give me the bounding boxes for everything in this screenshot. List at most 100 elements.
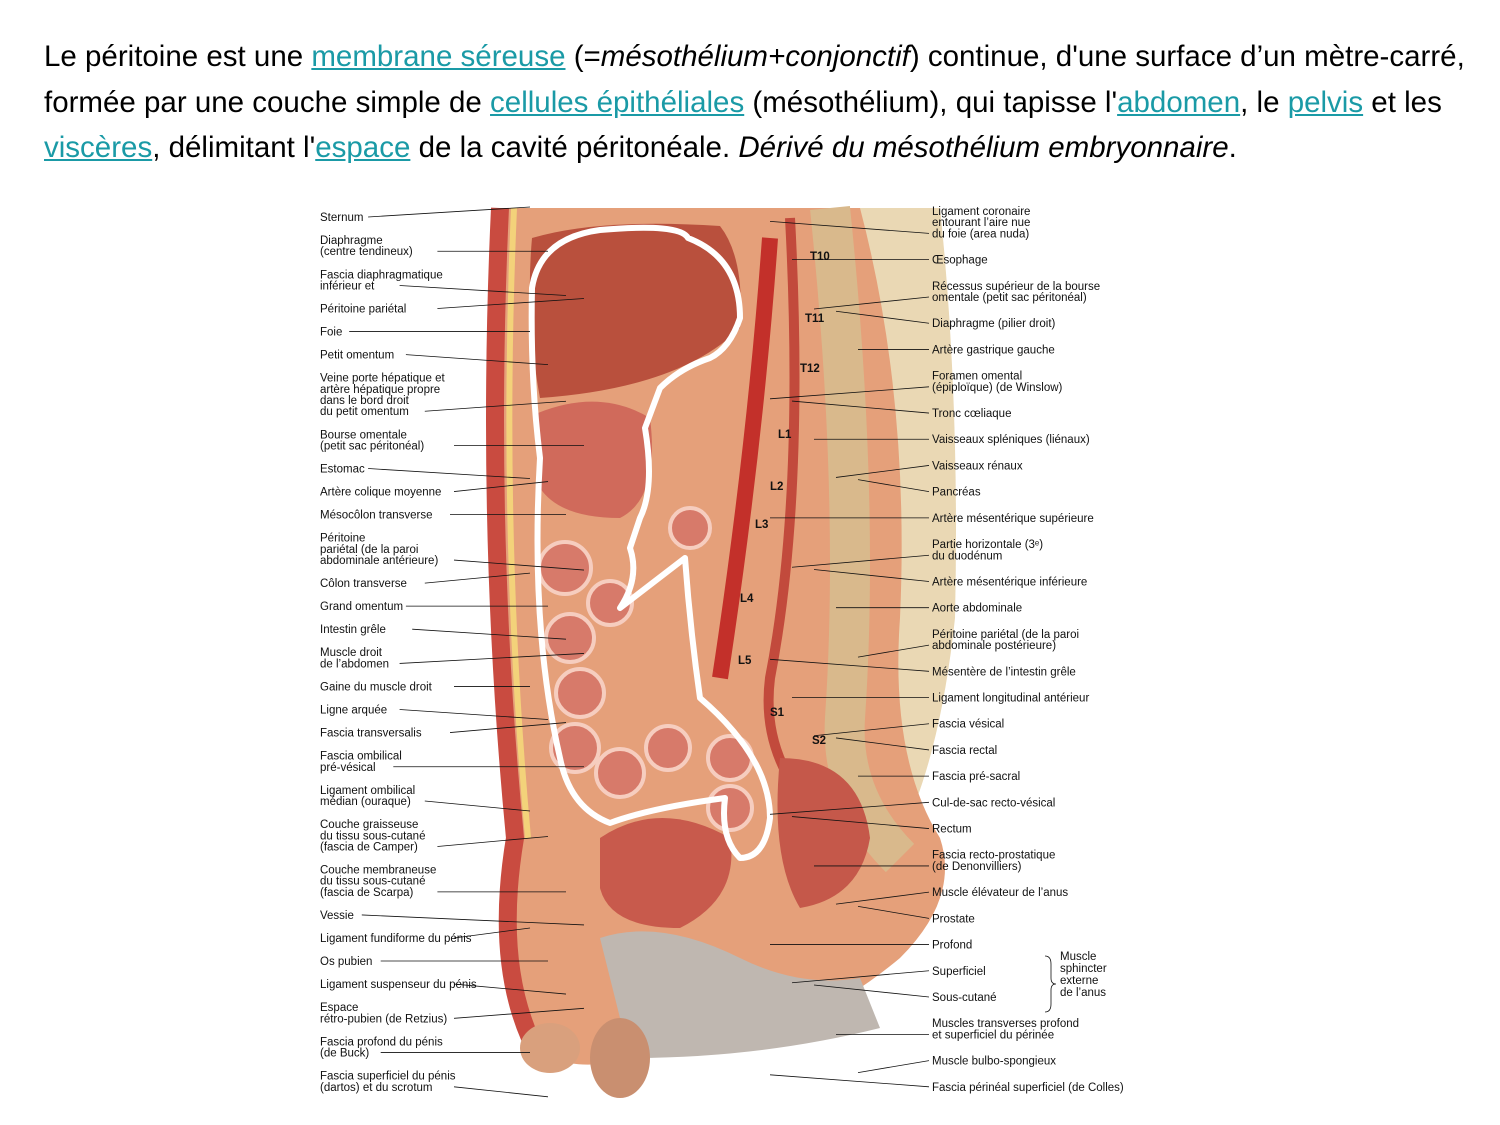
right-label-line: Artère mésentérique inférieure	[932, 576, 1087, 588]
vertebra-label: L2	[770, 481, 783, 493]
left-label-line: du petit omentum	[320, 406, 409, 418]
left-label-line: Foie	[320, 327, 342, 339]
left-label-line: Ligne arquée	[320, 705, 387, 717]
left-label-line: Grand omentum	[320, 601, 403, 613]
left-label-line: Péritoine pariétal	[320, 304, 406, 316]
leader-line	[857, 905, 930, 919]
left-label-line: Côlon transverse	[320, 578, 407, 590]
paragraph-link[interactable]: pelvis	[1287, 85, 1364, 119]
brace-icon	[1044, 955, 1057, 1013]
right-label: Sous-cutané	[813, 984, 997, 1004]
left-label-line: artère hépatique propre	[320, 384, 440, 396]
leader-line	[399, 709, 549, 720]
right-label-line: abdominale postérieure)	[932, 640, 1056, 652]
left-label: Ligne arquée	[320, 705, 549, 720]
right-label-line: Superficiel	[932, 966, 986, 978]
left-label-line: abdominale antérieure)	[320, 555, 438, 567]
leader-line	[424, 572, 531, 584]
left-label-line: (fascia de Scarpa)	[320, 887, 413, 899]
right-label-line: du foie (area nuda)	[932, 228, 1029, 240]
left-label-line: Gaine du muscle droit	[320, 681, 433, 693]
vertebra-label: L3	[755, 519, 768, 531]
right-label-line: Profond	[932, 940, 972, 952]
right-label-line: Muscle élévateur de l’anus	[932, 887, 1068, 899]
left-label-line: du tissu sous-cutané	[320, 876, 425, 888]
leader-line	[857, 479, 930, 493]
leader-line	[453, 927, 531, 939]
right-label: Superficiel	[791, 966, 986, 984]
right-label: Œsophage	[792, 255, 988, 267]
left-label: Diaphragme(centre tendineux)	[320, 235, 548, 258]
left-label: Mésocôlon transverse	[320, 510, 566, 522]
right-label-line: Partie horizontale (3ᵉ)	[932, 539, 1043, 551]
vertebra-label: L4	[740, 593, 754, 605]
leader-line	[791, 554, 930, 568]
left-label: Gaine du muscle droit	[320, 681, 530, 693]
paragraph-link[interactable]: cellules épithéliales	[490, 85, 745, 119]
right-label: Muscle bulbo-spongieux	[857, 1056, 1056, 1073]
leader-line	[769, 386, 930, 400]
right-label-line: Vaisseaux spléniques (liénaux)	[932, 434, 1090, 446]
right-label-line: Muscle bulbo-spongieux	[932, 1056, 1056, 1068]
right-label-line: (de Denonvilliers)	[932, 861, 1022, 873]
right-label: Aorte abdominale	[836, 603, 1022, 615]
right-label-line: Fascia vésical	[932, 719, 1004, 731]
leader-line	[424, 400, 567, 412]
left-label-line: (fascia de Camper)	[320, 841, 418, 853]
right-label-line: Mésentère de l’intestin grêle	[932, 666, 1076, 678]
left-label-line: Mésocôlon transverse	[320, 510, 433, 522]
leader-line	[857, 644, 930, 658]
left-label-line: Fascia profond du pénis	[320, 1036, 443, 1048]
vertebra-label: T11	[805, 313, 825, 325]
left-label-line: Couche graisseuse	[320, 819, 418, 831]
left-label: Vessie	[320, 910, 585, 926]
right-label-line: Foramen omental	[932, 371, 1022, 383]
right-label-line: Cul-de-sac recto-vésical	[932, 797, 1055, 809]
right-label-line: Ligament coronaire	[932, 206, 1030, 218]
left-label-line: (dartos) et du scrotum	[320, 1082, 432, 1094]
left-label-line: du tissu sous-cutané	[320, 830, 425, 842]
leader-line	[412, 628, 567, 640]
paragraph-text: (=	[565, 40, 601, 73]
right-label: Vaisseaux spléniques (liénaux)	[814, 434, 1090, 446]
leader-line	[453, 1086, 549, 1098]
paragraph-link[interactable]: abdomen	[1117, 85, 1241, 119]
right-label: Foramen omental(épiploïque) (de Winslow)	[769, 371, 1063, 400]
left-label-line: Espace	[320, 1002, 358, 1014]
vertebra-label: L5	[738, 655, 752, 667]
left-label: Bourse omentale(petit sac péritonéal)	[320, 429, 584, 452]
right-label-line: Artère gastrique gauche	[932, 344, 1055, 356]
leader-line	[813, 296, 930, 310]
left-label-line: Muscle droit	[320, 647, 383, 659]
paragraph-link[interactable]: espace	[315, 131, 411, 164]
leader-line	[368, 468, 531, 479]
right-label-line: Péritoine pariétal (de la paroi	[932, 629, 1079, 641]
right-label-line: Sous-cutané	[932, 992, 997, 1004]
leader-line	[424, 800, 531, 812]
left-label: Fascia transversalis	[320, 722, 567, 740]
right-label-line: Ligament longitudinal antérieur	[932, 693, 1089, 705]
paragraph-text: Le péritoine est une	[44, 40, 312, 73]
leader-line	[769, 801, 930, 815]
sphincter-label-line: Muscle	[1060, 951, 1096, 963]
left-label: Fascia superficiel du pénis(dartos) et d…	[320, 1071, 549, 1098]
right-label-line: Fascia recto-prostatique	[932, 850, 1055, 862]
right-label-line: Rectum	[932, 824, 972, 836]
leader-line	[791, 816, 930, 829]
leader-line	[769, 658, 930, 672]
right-label: Fascia périnéal superficiel (de Colles)	[769, 1074, 1124, 1094]
leader-line	[437, 836, 549, 847]
sphincter-label-line: sphincter	[1060, 963, 1107, 975]
left-label: Petit omentum	[320, 350, 549, 366]
left-label-line: Os pubien	[320, 956, 372, 968]
paragraph-link[interactable]: membrane séreuse	[311, 40, 566, 73]
left-label: Artère colique moyenne	[320, 481, 549, 499]
paragraph-link[interactable]: viscères	[44, 131, 153, 164]
